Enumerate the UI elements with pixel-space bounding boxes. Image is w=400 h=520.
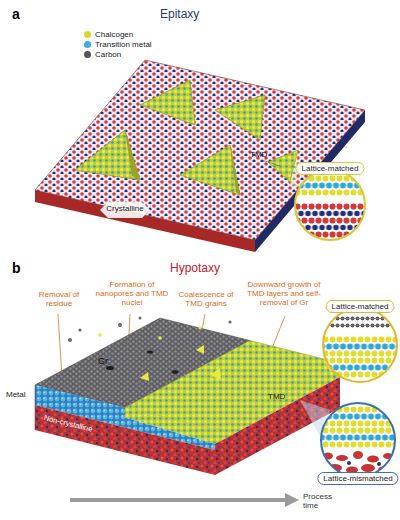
legend-swatch [84,41,91,48]
stage-label: Downward growth of TMD layers and self-r… [238,280,330,308]
zoom-label: Lattice-matched [326,300,395,313]
zoom-label: Lattice-matched [296,162,365,175]
part-label: Gr [98,356,108,366]
legend-text: Chalcogen [95,30,133,39]
panel-title: Hypotaxy [170,262,220,276]
stage-label: Removal of residue [30,290,88,308]
part-label: TMD [268,392,285,401]
process-arrow [70,498,286,502]
stage-label: Coalescence of TMD grains [176,290,236,308]
panel-letter: a [12,6,20,22]
hypotaxy-slab [35,318,340,475]
circle-outline [322,307,398,383]
circle-border [323,308,397,382]
circle-outline [320,402,396,478]
zoom-lattice-matched [290,165,370,245]
legend-text: Carbon [95,50,121,59]
axis-label: Process time [303,492,343,510]
circle-outline [294,169,366,241]
leader-line [262,160,280,166]
part-label: Crystalline [102,204,148,213]
part-label: TMD [250,150,267,159]
zoom-label: Lattice-mismatched [317,472,398,485]
zoom-circle: Lattice-matched [322,307,398,383]
chalcogen-flux [98,326,201,339]
part-label: Metal [6,390,26,399]
zoom-circle: Lattice-matched [294,169,366,241]
panel-title: Epitaxy [160,8,199,22]
legend-swatch [84,31,91,38]
zoom-tmd-substrate [318,400,398,480]
escaping-carbon [68,317,232,343]
zoom-circle: Lattice-mismatched [320,402,396,478]
legend-swatch [84,51,91,58]
zoom-gr-tmd [320,305,400,385]
nanopores-and-nuclei [106,345,221,381]
circle-border [295,170,365,240]
panel-letter: b [12,260,21,276]
arrow-head [285,493,299,507]
crystalline-tag [100,202,150,218]
legend-text: Transition metal [95,40,152,49]
tmd-islands [75,80,298,195]
circle-border [321,403,395,477]
stage-label: Formation of nanopores and TMD nuclei [90,280,174,308]
